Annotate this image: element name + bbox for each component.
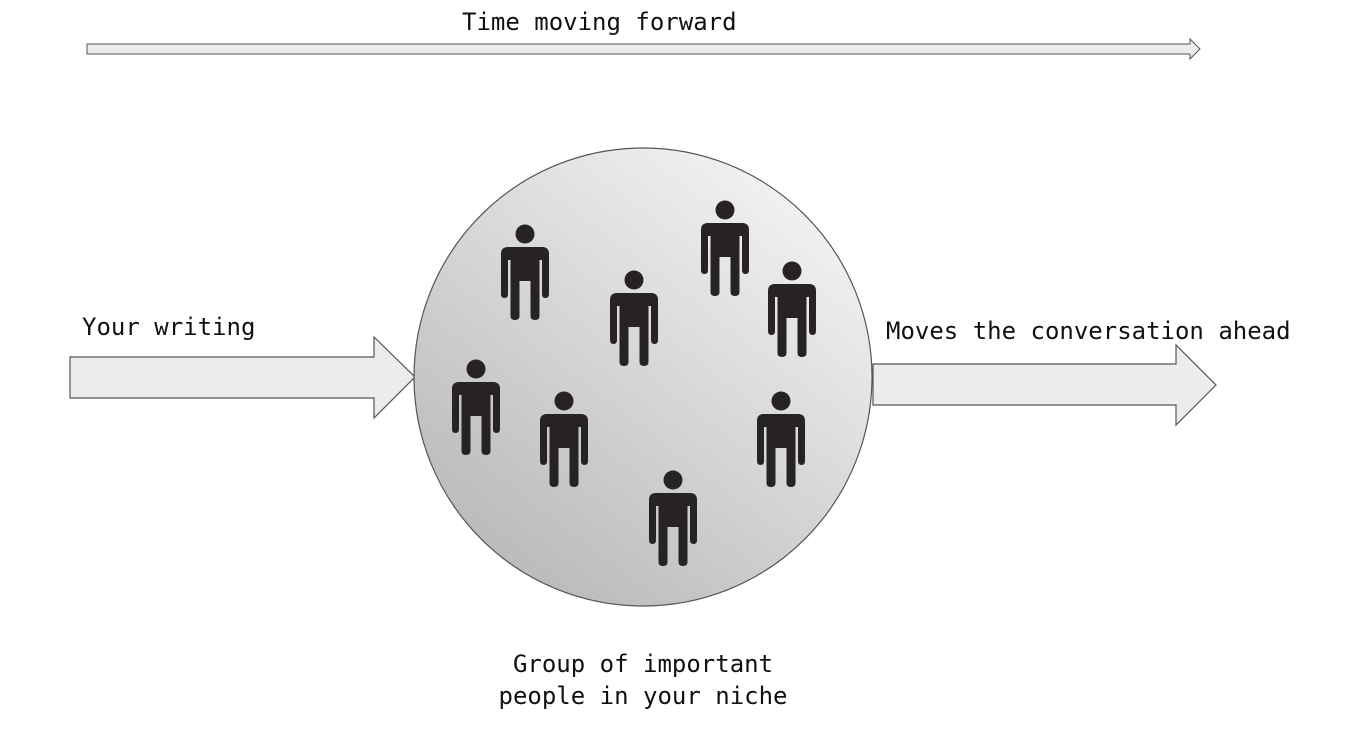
group-caption-line1: Group of important [512,650,774,678]
output-arrow [872,343,1217,427]
group-circle [413,147,873,607]
timeline-label: Time moving forward [462,8,737,36]
timeline-arrow [86,37,1201,61]
group-caption-line2: people in your niche [498,682,788,710]
input-label: Your writing [82,313,256,341]
input-arrow [69,335,416,420]
group-caption: Group of important people in your niche [443,648,843,712]
output-label: Moves the conversation ahead [886,317,1291,345]
